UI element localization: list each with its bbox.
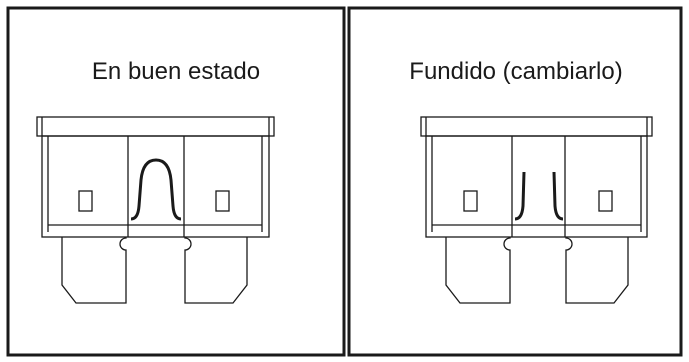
fuse-good [36, 116, 275, 304]
filament-broken-left [514, 171, 526, 221]
fuse-body [425, 135, 648, 238]
blade-right [184, 237, 248, 304]
blade-left [445, 237, 511, 304]
fuse-cap [420, 116, 653, 137]
filament-intact [130, 158, 182, 221]
terminal-hole-left [463, 190, 478, 212]
terminal-hole-right [215, 190, 230, 212]
fuse-cap [36, 116, 275, 137]
filament-broken-right [552, 171, 564, 221]
fuse-blown [420, 116, 653, 304]
blade-left [61, 237, 127, 304]
terminal-hole-left [78, 190, 93, 212]
blade-right [565, 237, 629, 304]
caption-blown-state: Fundido (cambiarlo) [409, 58, 623, 85]
panel-border-good [6, 6, 346, 357]
panel-border-blown [347, 6, 683, 357]
terminal-hole-right [598, 190, 613, 212]
caption-good-state: En buen estado [91, 58, 261, 85]
fuse-body [41, 135, 270, 238]
